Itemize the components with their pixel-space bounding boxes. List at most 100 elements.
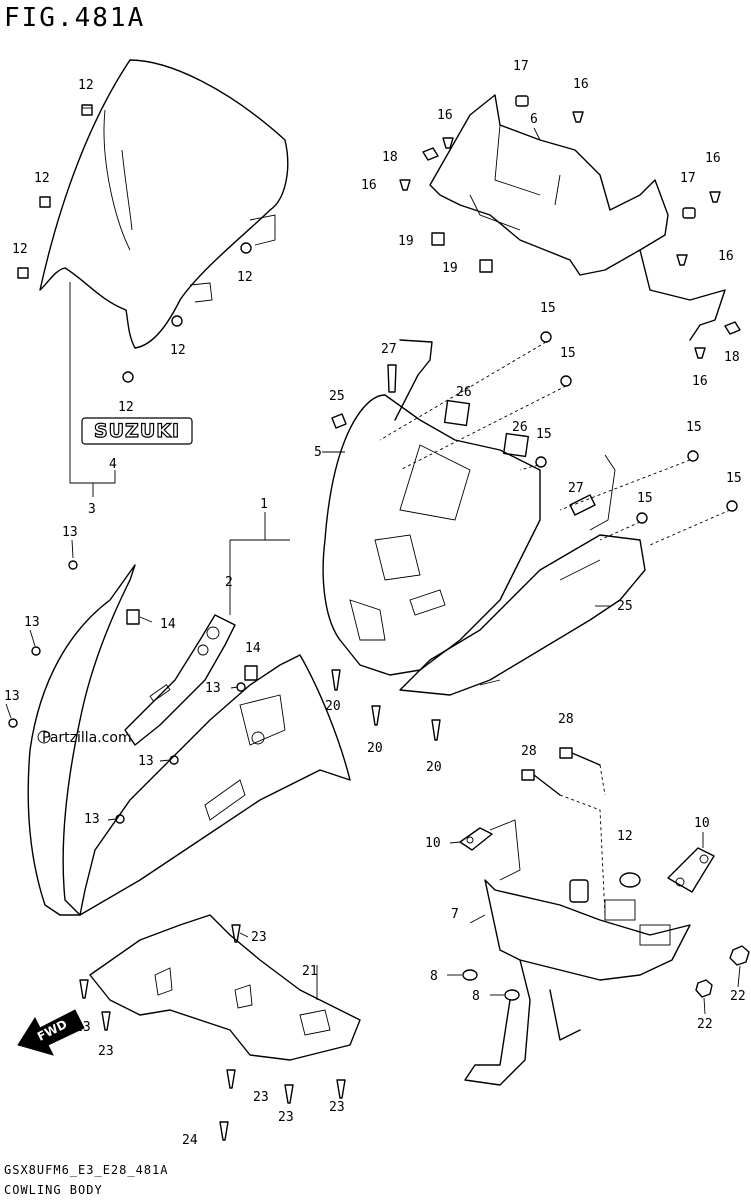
callout-25: 26 (456, 385, 472, 400)
callout-27: 28 (521, 744, 537, 759)
callout-13: 13 (4, 689, 20, 704)
bolt-16-a[interactable] (540, 331, 552, 343)
windscreen[interactable] (39, 59, 289, 349)
grommet-12[interactable] (619, 872, 641, 888)
screw-23-c[interactable] (101, 1011, 111, 1031)
callout-20: 19 (398, 234, 414, 249)
inner-panel[interactable] (89, 914, 361, 1061)
callout-3: 3 (88, 502, 96, 517)
nut-19-a[interactable] (422, 147, 439, 161)
callout-24: 25 (329, 389, 345, 404)
screw-14-f[interactable] (122, 371, 134, 383)
screw-23-a[interactable] (231, 924, 241, 943)
rivet-17-e[interactable] (676, 254, 688, 266)
callout-23: 23 (98, 1044, 114, 1059)
washer-9-a[interactable] (462, 969, 478, 981)
rivet-17-a[interactable] (572, 111, 584, 123)
callout-12: 12 (617, 829, 633, 844)
callout-25: 26 (512, 420, 528, 435)
clip-26-b[interactable] (569, 494, 596, 516)
bolt-16-d[interactable] (687, 450, 699, 462)
callout-18: 17 (680, 171, 696, 186)
callout-18: 17 (513, 59, 529, 74)
suzuki-emblem[interactable]: SUZUKI (81, 417, 193, 445)
callout-16: 15 (560, 346, 576, 361)
grommet-18-a[interactable] (515, 95, 529, 107)
callout-19: 18 (382, 150, 398, 165)
callout-14: 12 (118, 400, 134, 415)
bolt-16-e[interactable] (636, 512, 648, 524)
callout-10: 10 (694, 816, 710, 831)
bolt-16-c[interactable] (535, 456, 547, 468)
callout-27: 28 (558, 712, 574, 727)
screw-22-b[interactable] (371, 705, 381, 726)
screw-14-e[interactable] (171, 315, 183, 327)
grommet-18-b[interactable] (682, 207, 696, 219)
clip-26-a[interactable] (387, 364, 397, 393)
callout-8: 21 (302, 964, 318, 979)
callout-10: 10 (425, 836, 441, 851)
bolt-16-f[interactable] (726, 500, 738, 512)
screw-23-f[interactable] (336, 1079, 346, 1099)
screw-23-e[interactable] (284, 1084, 294, 1104)
callout-16: 15 (726, 471, 742, 486)
callout-22: 20 (367, 741, 383, 756)
rivet-17-c[interactable] (399, 179, 411, 191)
side-cowl-left[interactable] (27, 564, 351, 916)
screw-23-b[interactable] (79, 979, 89, 999)
clip-15-a[interactable] (126, 609, 140, 625)
bolt-27-a[interactable] (559, 747, 601, 766)
callout-15: 14 (245, 641, 261, 656)
clip-13-c[interactable] (8, 718, 18, 728)
bolt-16-b[interactable] (560, 375, 572, 387)
pad-25-a[interactable] (443, 399, 471, 427)
screw-23-d[interactable] (226, 1069, 236, 1089)
upper-bracket[interactable] (429, 94, 726, 341)
pad-25-b[interactable] (503, 432, 529, 458)
callout-7: 7 (451, 907, 459, 922)
callout-4: 4 (109, 457, 117, 472)
callout-14: 12 (34, 171, 50, 186)
screw-14-a[interactable] (81, 104, 93, 116)
nut-28-b[interactable] (695, 979, 713, 998)
bracket-10-right[interactable] (667, 847, 715, 893)
screw-14-b[interactable] (39, 196, 51, 208)
screw-21[interactable] (219, 1121, 229, 1141)
callout-9: 8 (430, 969, 438, 984)
clip-13-d[interactable] (236, 682, 246, 692)
clip-13-b[interactable] (31, 646, 41, 656)
callout-13: 13 (138, 754, 154, 769)
rivet-17-d[interactable] (709, 191, 721, 203)
rivet-17-f[interactable] (694, 347, 706, 359)
clip-13-e[interactable] (169, 755, 179, 765)
damper-20-b[interactable] (479, 259, 493, 273)
clip-13-a[interactable] (68, 560, 78, 570)
callout-16: 15 (536, 427, 552, 442)
clip-15-b[interactable] (244, 665, 258, 681)
callout-16: 15 (637, 491, 653, 506)
screw-14-c[interactable] (17, 267, 29, 279)
callout-14: 12 (170, 343, 186, 358)
under-cowl[interactable] (399, 454, 646, 696)
callout-14: 12 (237, 270, 253, 285)
rivet-17-b[interactable] (442, 137, 454, 149)
lower-frame-bracket[interactable] (464, 819, 691, 1086)
bolt-27-b[interactable] (521, 769, 561, 796)
nut-19-b[interactable] (724, 321, 741, 335)
screw-22-a[interactable] (331, 669, 341, 691)
bracket-10-left[interactable] (459, 827, 493, 851)
callout-17: 16 (692, 374, 708, 389)
washer-9-b[interactable] (504, 989, 520, 1001)
damper-20-a[interactable] (431, 232, 445, 246)
clip-24[interactable] (331, 413, 347, 429)
screw-22-c[interactable] (431, 719, 441, 741)
inner-bracket[interactable] (124, 614, 236, 746)
screw-14-d[interactable] (240, 242, 252, 254)
callout-23: 23 (75, 1020, 91, 1035)
center-cowl[interactable] (322, 339, 541, 676)
collar[interactable] (569, 879, 589, 903)
nut-28-a[interactable] (729, 945, 750, 966)
callout-13: 13 (205, 681, 221, 696)
callout-1: 1 (260, 497, 268, 512)
